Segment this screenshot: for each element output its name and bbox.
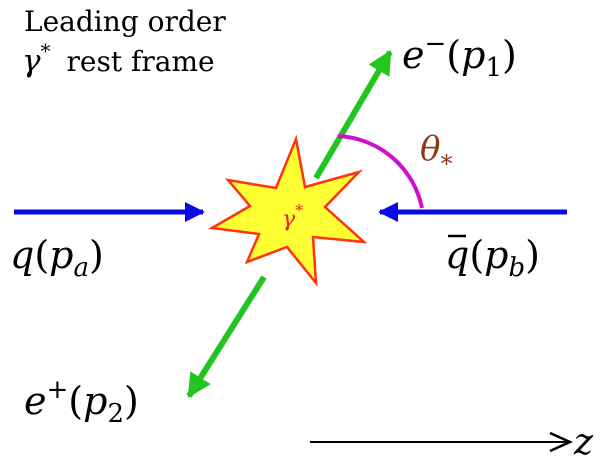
antiquark-index: b <box>508 253 525 283</box>
caption-line-2: γ* rest frame <box>22 39 215 79</box>
positron-charge: + <box>47 375 69 405</box>
caption-rest-frame: rest frame <box>67 45 215 78</box>
vertex-label: γ* <box>282 201 303 232</box>
positron-open-paren: ( <box>68 379 83 423</box>
positron-label: e+(p2) <box>24 375 139 429</box>
angle-subscript: * <box>440 150 452 178</box>
antiquark-open-paren: ( <box>469 233 484 277</box>
caption-gamma-symbol: γ <box>22 43 41 79</box>
positron-close-paren: ) <box>124 379 139 423</box>
electron-symbol: e <box>402 33 425 77</box>
positron-line <box>186 275 267 399</box>
quark-close-paren: ) <box>89 233 104 277</box>
electron-momentum: p <box>461 33 485 77</box>
z-axis-arrowhead <box>549 431 574 453</box>
quark-index: a <box>73 253 89 283</box>
quark-symbol: q <box>10 233 34 277</box>
antiquark-momentum: p <box>484 233 508 277</box>
quark-open-paren: ( <box>34 233 49 277</box>
electron-label: e−(p1) <box>402 29 517 83</box>
positron-index: 2 <box>107 399 124 429</box>
antiquark-close-paren: ) <box>525 233 540 277</box>
caption-line-1: Leading order <box>24 5 226 38</box>
positron-momentum: p <box>83 379 107 423</box>
angle-label: θ* <box>420 129 452 178</box>
vertex-star: * <box>295 201 303 220</box>
positron-symbol: e <box>24 379 47 423</box>
electron-index: 1 <box>485 53 502 83</box>
antiquark-label: q(pb) <box>445 233 540 283</box>
z-axis-label: z <box>573 422 594 463</box>
electron-close-paren: ) <box>502 33 517 77</box>
quark-momentum: p <box>49 233 73 277</box>
vertex-gamma: γ <box>282 207 296 232</box>
angle-theta: θ <box>420 129 440 169</box>
quark-label: q(pa) <box>10 233 104 283</box>
electron-open-paren: ( <box>446 33 461 77</box>
caption-gamma-star: * <box>41 39 51 63</box>
antiquark-symbol: q <box>445 233 469 277</box>
electron-charge: − <box>425 29 447 59</box>
electron-line <box>313 49 393 180</box>
star-burst-icon <box>208 134 368 287</box>
angle-arc <box>337 134 424 209</box>
